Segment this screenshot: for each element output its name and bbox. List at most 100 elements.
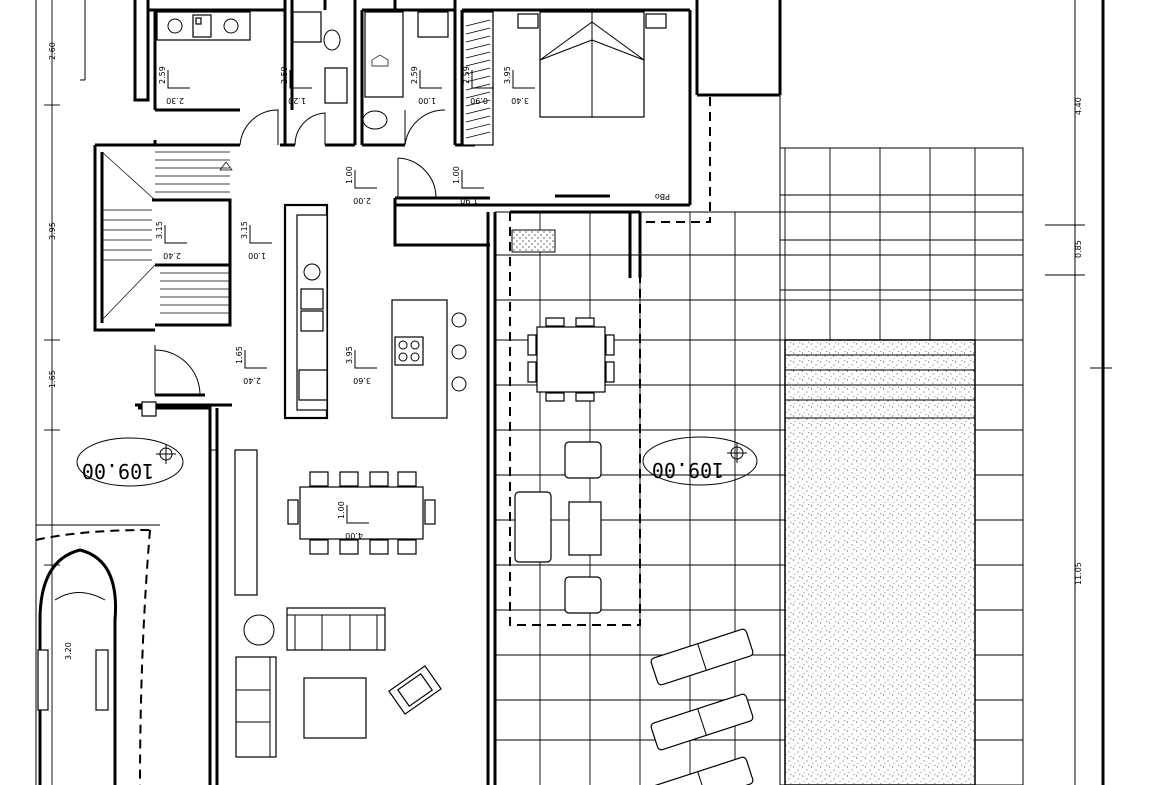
room-height-marker: 3.15 2.40 (155, 221, 187, 260)
hanger (465, 91, 491, 99)
room-height-value: 3.95 (345, 346, 354, 364)
room-height-value: 1.65 (235, 346, 244, 364)
dining-table (287, 471, 436, 555)
room-height-value: 3.15 (155, 221, 164, 239)
room-width-value: 2.40 (163, 251, 181, 260)
pool (784, 339, 976, 785)
level-label-1: 109.00 (82, 459, 154, 483)
staircase (101, 151, 233, 321)
dining-chair (309, 471, 329, 487)
height-marker-line (249, 225, 272, 244)
room-width-value: 1.90 (460, 196, 478, 205)
dining-chair (309, 539, 329, 555)
height-marker-line (244, 350, 267, 369)
room-height-marker: 3.15 1.00 (240, 221, 272, 260)
kitchen-island (391, 299, 467, 419)
dim-left-2: 3.95 (48, 222, 57, 240)
room-height-marker: 3.95 3.60 (345, 346, 377, 385)
outdoor-chair (575, 317, 595, 327)
level-label-2: 109.00 (652, 458, 724, 482)
room-height-marker: 2.592.30 (158, 66, 190, 105)
dim-left-3: 1.65 (48, 370, 57, 388)
dim-right-1: 4.40 (1074, 97, 1083, 115)
outdoor-chair (605, 334, 615, 356)
outdoor-chair (575, 392, 595, 402)
room-width-value: 3.40 (511, 96, 529, 105)
outdoor-chair (527, 334, 537, 356)
room-width-value: 4.00 (345, 531, 363, 540)
room-height-value: 3.15 (240, 221, 249, 239)
height-marker-line (354, 350, 377, 369)
hanger (465, 131, 491, 139)
hanger (465, 107, 491, 115)
room-width-value: 1.20 (288, 96, 306, 105)
small-text-pbo: PBo (655, 192, 670, 201)
height-marker-line (289, 70, 312, 89)
room-width-value: 1.00 (418, 96, 436, 105)
hanger (465, 19, 491, 27)
doors (154, 109, 446, 397)
height-marker-line (471, 70, 494, 89)
room-height-value: 3.95 (503, 66, 512, 84)
room-height-marker: 2.59 1.00 (410, 66, 442, 105)
dining-chair (339, 471, 359, 487)
hanger (465, 83, 491, 91)
room-height-value: 1.00 (345, 166, 354, 184)
kitchen-worktop-top (156, 11, 449, 130)
hanger (465, 123, 491, 131)
height-marker-line (346, 505, 369, 524)
hanger (465, 99, 491, 107)
outdoor-chair (605, 361, 615, 383)
covered-terrace (509, 212, 641, 626)
height-marker-line (354, 170, 377, 189)
hanger (465, 43, 491, 51)
kitchen-counter (283, 203, 329, 420)
outdoor-chair (545, 392, 565, 402)
hanger (465, 35, 491, 43)
level-marker-2: 109.00 (642, 436, 758, 486)
dining-chair (397, 471, 417, 487)
height-marker-line (461, 170, 484, 189)
room-height-value: 2.59 (410, 66, 419, 84)
room-height-marker: 1.00 4.00 (337, 501, 369, 540)
dimension-labels: 2.60 3.95 1.65 3.20 4.40 0.85 11.05 PBo (48, 42, 1083, 660)
dining-chair (339, 539, 359, 555)
wardrobe (462, 11, 494, 146)
room-height-markers: 2.592.302.591.202.591.002.590.903.953.40… (155, 66, 535, 540)
dim-right-2: 0.85 (1074, 240, 1083, 258)
hanger (465, 75, 491, 83)
dim-left-4: 3.20 (64, 642, 73, 660)
dining-chair (397, 539, 417, 555)
room-height-value: 1.00 (337, 501, 346, 519)
room-height-marker: 2.59 1.20 (280, 66, 312, 105)
room-width-value: 0.90 (470, 96, 488, 105)
room-height-value: 1.00 (452, 166, 461, 184)
height-marker-line (419, 70, 442, 89)
room-height-marker: 1.00 2.00 (345, 166, 377, 205)
room-height-value: 2.59 (280, 66, 289, 84)
living-walls (135, 300, 497, 785)
hanger (465, 59, 491, 67)
room-height-marker: 3.95 3.40 (503, 66, 535, 105)
upper-walls (93, 0, 782, 332)
dim-right-3: 11.05 (1074, 562, 1083, 585)
room-width-value: 3.60 (353, 376, 371, 385)
bedroom-overhang (640, 94, 711, 223)
room-height-marker: 2.590.90 (462, 66, 494, 105)
dining-chair (369, 471, 389, 487)
room-height-value: 2.59 (158, 66, 167, 84)
sun-loungers (650, 628, 754, 785)
dining-chair (369, 539, 389, 555)
level-marker-1: 109.00 (76, 437, 184, 487)
outdoor-chair (545, 317, 565, 327)
height-marker-line (164, 225, 187, 244)
room-width-value: 1.00 (248, 251, 266, 260)
room-width-value: 2.00 (353, 196, 371, 205)
right-dimension-lines (1022, 0, 1112, 785)
room-height-marker: 1.00 1.90 (452, 166, 484, 205)
left-dimension-lines (35, 0, 160, 785)
hanger (465, 51, 491, 59)
hanger (465, 67, 491, 75)
room-height-marker: 1.652.40 (235, 346, 267, 385)
